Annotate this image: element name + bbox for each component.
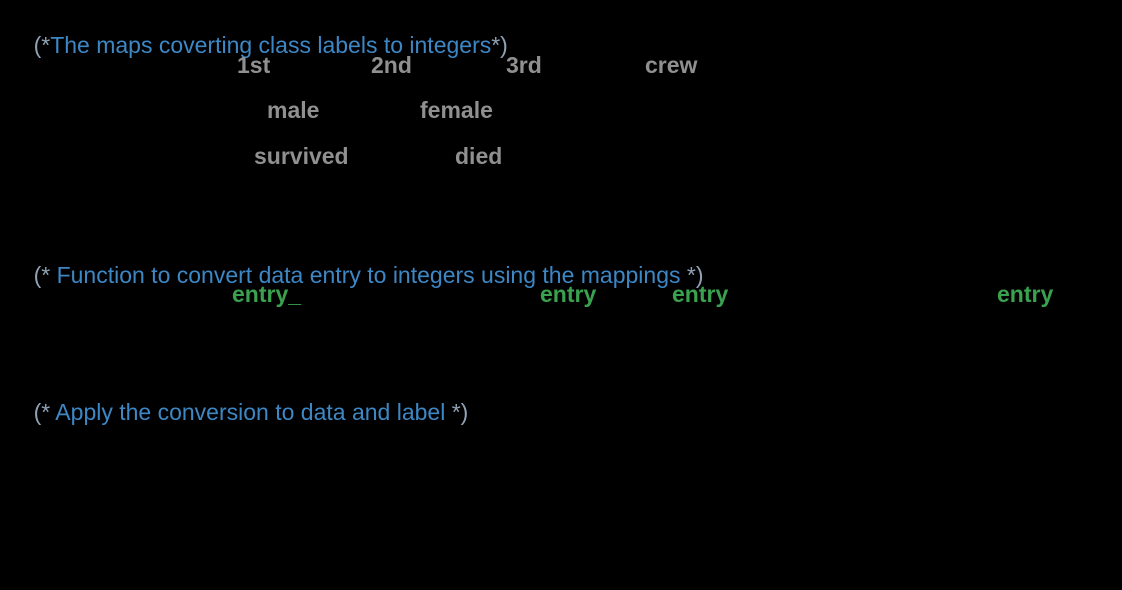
- class-label-crew: crew: [645, 52, 698, 78]
- comment-open-delim: (*: [33, 399, 51, 426]
- class-label-2nd: 2nd: [371, 52, 412, 78]
- class-label-3rd: 3rd: [506, 52, 542, 78]
- outcome-label-died: died: [455, 143, 503, 169]
- comment-close-delim: *): [451, 399, 469, 426]
- comment-close-delim: *): [686, 262, 704, 289]
- comment-open-delim: (*: [33, 32, 51, 59]
- outcome-label-survived: survived: [254, 143, 349, 169]
- comment-close-delim: *): [491, 32, 508, 59]
- comment-apply-conversion: (* Apply the conversion to data and labe…: [8, 373, 469, 452]
- class-label-1st: 1st: [237, 52, 271, 78]
- pattern-entry-2: entry: [672, 281, 729, 307]
- comment-convert-function: (* Function to convert data entry to int…: [8, 236, 704, 315]
- sex-label-female: female: [420, 97, 493, 123]
- comment-text: Apply the conversion to data and label: [50, 399, 452, 426]
- pattern-entry-underscore: entry_: [232, 281, 302, 307]
- sex-label-male: male: [267, 97, 320, 123]
- comment-text: The maps coverting class labels to integ…: [50, 32, 492, 59]
- pattern-entry-1: entry: [540, 281, 597, 307]
- pattern-entry-3: entry: [997, 281, 1054, 307]
- comment-text: Function to convert data entry to intege…: [50, 262, 687, 289]
- comment-open-delim: (*: [33, 262, 51, 289]
- comment-class-maps: (*The maps coverting class labels to int…: [8, 6, 508, 85]
